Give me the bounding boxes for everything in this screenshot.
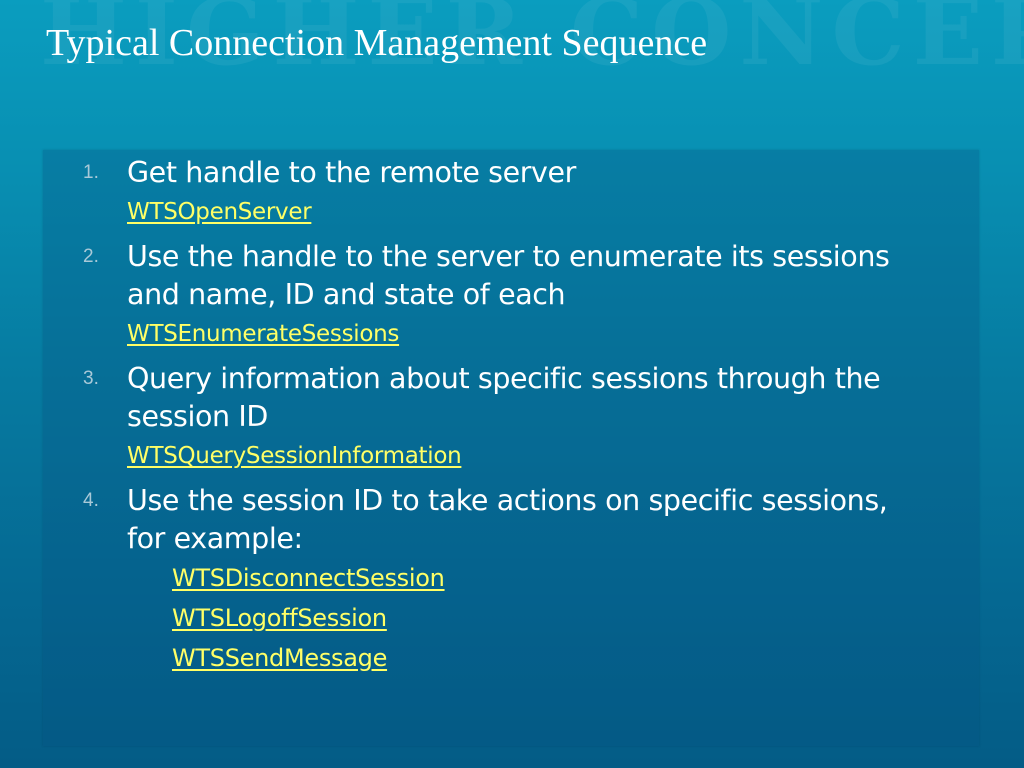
sub-links-list: WTSDisconnectSession WTSLogoffSession WT… bbox=[127, 558, 927, 678]
step-number: 1. bbox=[83, 162, 99, 183]
step-number: 4. bbox=[83, 490, 99, 511]
sub-link-item: WTSDisconnectSession bbox=[172, 558, 927, 598]
api-link-wtsquerysessioninformation[interactable]: WTSQuerySessionInformation bbox=[127, 443, 462, 469]
api-link-wtslogoffsession[interactable]: WTSLogoffSession bbox=[172, 604, 387, 632]
step-text: Use the handle to the server to enumerat… bbox=[127, 240, 890, 311]
api-link-wtsopenserver[interactable]: WTSOpenServer bbox=[127, 199, 312, 225]
step-1: 1. Get handle to the remote server WTSOp… bbox=[43, 154, 767, 232]
step-number: 3. bbox=[83, 368, 99, 389]
step-number: 2. bbox=[83, 246, 99, 267]
step-text: Get handle to the remote server bbox=[127, 156, 576, 189]
api-link-wtsdisconnectsession[interactable]: WTSDisconnectSession bbox=[172, 564, 445, 592]
sub-link-item: WTSLogoffSession bbox=[172, 598, 927, 638]
step-text: Query information about specific session… bbox=[127, 362, 881, 433]
content-panel: 1. Get handle to the remote server WTSOp… bbox=[43, 150, 979, 746]
api-link-wtsenumeratesessions[interactable]: WTSEnumerateSessions bbox=[127, 321, 400, 347]
slide-title: Typical Connection Management Sequence bbox=[46, 22, 708, 64]
steps-list: 1. Get handle to the remote server WTSOp… bbox=[43, 154, 979, 684]
step-2: 2. Use the handle to the server to enume… bbox=[43, 238, 947, 354]
step-text: Use the session ID to take actions on sp… bbox=[127, 484, 888, 555]
step-3: 3. Query information about specific sess… bbox=[43, 360, 887, 476]
sub-link-item: WTSSendMessage bbox=[172, 638, 927, 678]
api-link-wtssendmessage[interactable]: WTSSendMessage bbox=[172, 644, 388, 672]
step-4: 4. Use the session ID to take actions on… bbox=[43, 482, 927, 678]
